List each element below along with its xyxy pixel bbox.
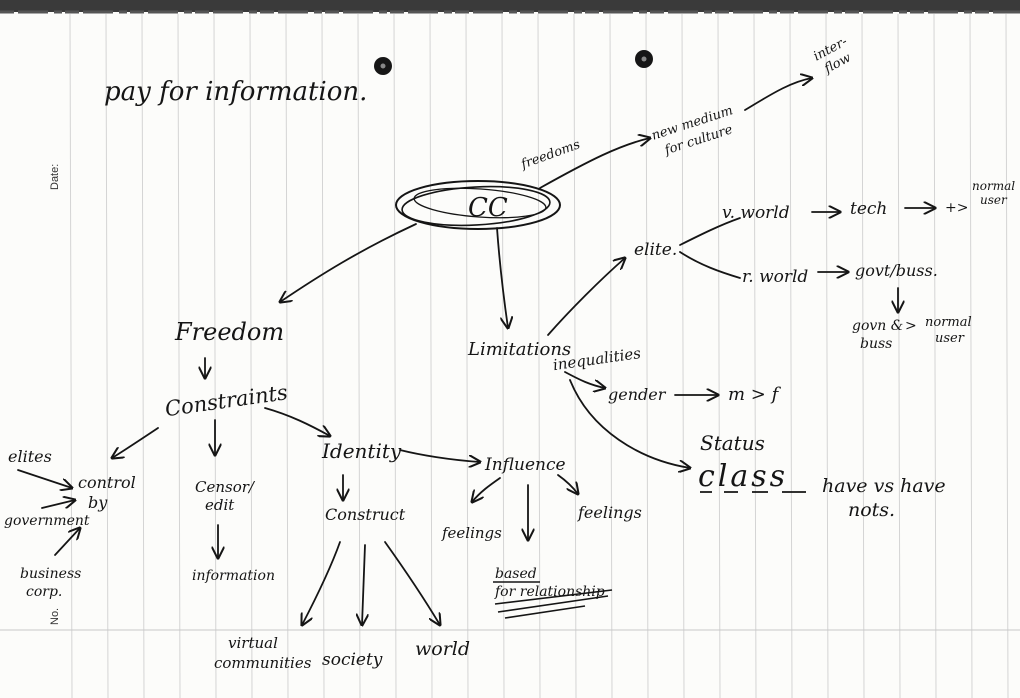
ruled-line bbox=[717, 13, 721, 698]
arrow-influence-feelings-right bbox=[557, 474, 578, 494]
arrow-constraints-identity bbox=[264, 407, 330, 436]
class-node: class bbox=[698, 459, 788, 494]
arrow-inequalities-class bbox=[569, 379, 690, 468]
arrow-elites-control bbox=[17, 469, 72, 488]
ruled-line bbox=[285, 13, 289, 698]
ruled-line bbox=[213, 13, 217, 698]
ruled-line bbox=[69, 13, 73, 698]
center-label: CC bbox=[468, 193, 508, 223]
scan-top-edge bbox=[0, 0, 1020, 12]
elite-node: elite. bbox=[634, 240, 677, 260]
gt-marker: > bbox=[905, 318, 917, 334]
ruled-line bbox=[789, 13, 793, 698]
gender-node: gender bbox=[608, 385, 667, 404]
arrow-inequalities-gender bbox=[564, 371, 605, 388]
line-elite-rworld bbox=[679, 251, 741, 279]
arrow-identity-influence bbox=[399, 449, 480, 462]
ruled-line bbox=[969, 13, 973, 698]
freedom-node: Freedom bbox=[174, 318, 284, 346]
arrow-construct-world bbox=[384, 541, 440, 625]
govt-buss-node: govt/buss. bbox=[855, 261, 938, 280]
ruled-line bbox=[861, 13, 865, 698]
ruled-line bbox=[177, 13, 181, 698]
arrow-cc-new-medium bbox=[539, 138, 650, 189]
arrow-govt-control bbox=[41, 500, 75, 509]
tech-node: tech bbox=[850, 199, 887, 219]
information-node: information bbox=[192, 568, 275, 584]
ruled-line bbox=[141, 13, 145, 698]
elites-node: elites bbox=[8, 447, 52, 466]
ruled-line bbox=[825, 13, 829, 698]
ruled-line bbox=[645, 13, 649, 698]
date-label: Date: bbox=[49, 164, 61, 190]
header-text: pay for information. bbox=[104, 77, 367, 107]
vertical-ruled-lines bbox=[69, 13, 1009, 698]
based-underlines bbox=[493, 581, 613, 619]
no-label: No. bbox=[49, 608, 61, 625]
feelings-left-node: feelings bbox=[441, 524, 502, 542]
arrow-constraints-control bbox=[112, 427, 159, 458]
ruled-line bbox=[753, 13, 757, 698]
society-node: society bbox=[322, 650, 383, 670]
arrow-business-control bbox=[54, 528, 80, 556]
ruled-line bbox=[1005, 13, 1009, 698]
arrow-construct-virtual bbox=[302, 541, 341, 625]
ruled-line bbox=[933, 13, 937, 698]
arrow-limitations-elite bbox=[547, 258, 625, 336]
ruled-line bbox=[537, 13, 541, 698]
identity-node: Identity bbox=[321, 439, 402, 463]
arrow-cc-limitations bbox=[496, 227, 508, 328]
limitations-node: Limitations bbox=[467, 339, 571, 360]
world-node: world bbox=[415, 638, 470, 660]
ruled-line bbox=[249, 13, 253, 698]
ruled-line bbox=[681, 13, 685, 698]
ruled-line bbox=[609, 13, 613, 698]
ruled-line bbox=[393, 13, 397, 698]
r-world-node: r. world bbox=[742, 267, 808, 287]
government-node: government bbox=[4, 513, 90, 529]
ruled-line bbox=[465, 13, 469, 698]
ruled-line bbox=[357, 13, 361, 698]
arrow-construct-society bbox=[362, 544, 365, 625]
center-node: CC bbox=[395, 180, 561, 230]
status-node: Status bbox=[700, 431, 765, 455]
v-world-node: v. world bbox=[722, 203, 790, 223]
construct-node: Construct bbox=[325, 505, 406, 524]
influence-node: Influence bbox=[484, 455, 566, 475]
ruled-line bbox=[573, 13, 577, 698]
censor-edit-node: Censor/edit bbox=[195, 478, 256, 514]
ruled-line bbox=[321, 13, 325, 698]
line-elite-vworld bbox=[679, 217, 741, 246]
govn-buss-node: govn &buss bbox=[852, 318, 903, 352]
m-gt-f-node: m > f bbox=[728, 384, 782, 405]
ruled-line bbox=[897, 13, 901, 698]
plus-marker: +> bbox=[945, 200, 968, 216]
ruled-line bbox=[501, 13, 505, 698]
connectors bbox=[17, 78, 935, 625]
arrow-influence-feelings-left bbox=[472, 477, 501, 502]
ruled-line bbox=[105, 13, 109, 698]
ruled-line bbox=[429, 13, 433, 698]
arrow-cc-freedom bbox=[280, 223, 417, 302]
arrow-medium-interflow bbox=[744, 78, 812, 111]
feelings-right-node: feelings bbox=[577, 503, 642, 522]
